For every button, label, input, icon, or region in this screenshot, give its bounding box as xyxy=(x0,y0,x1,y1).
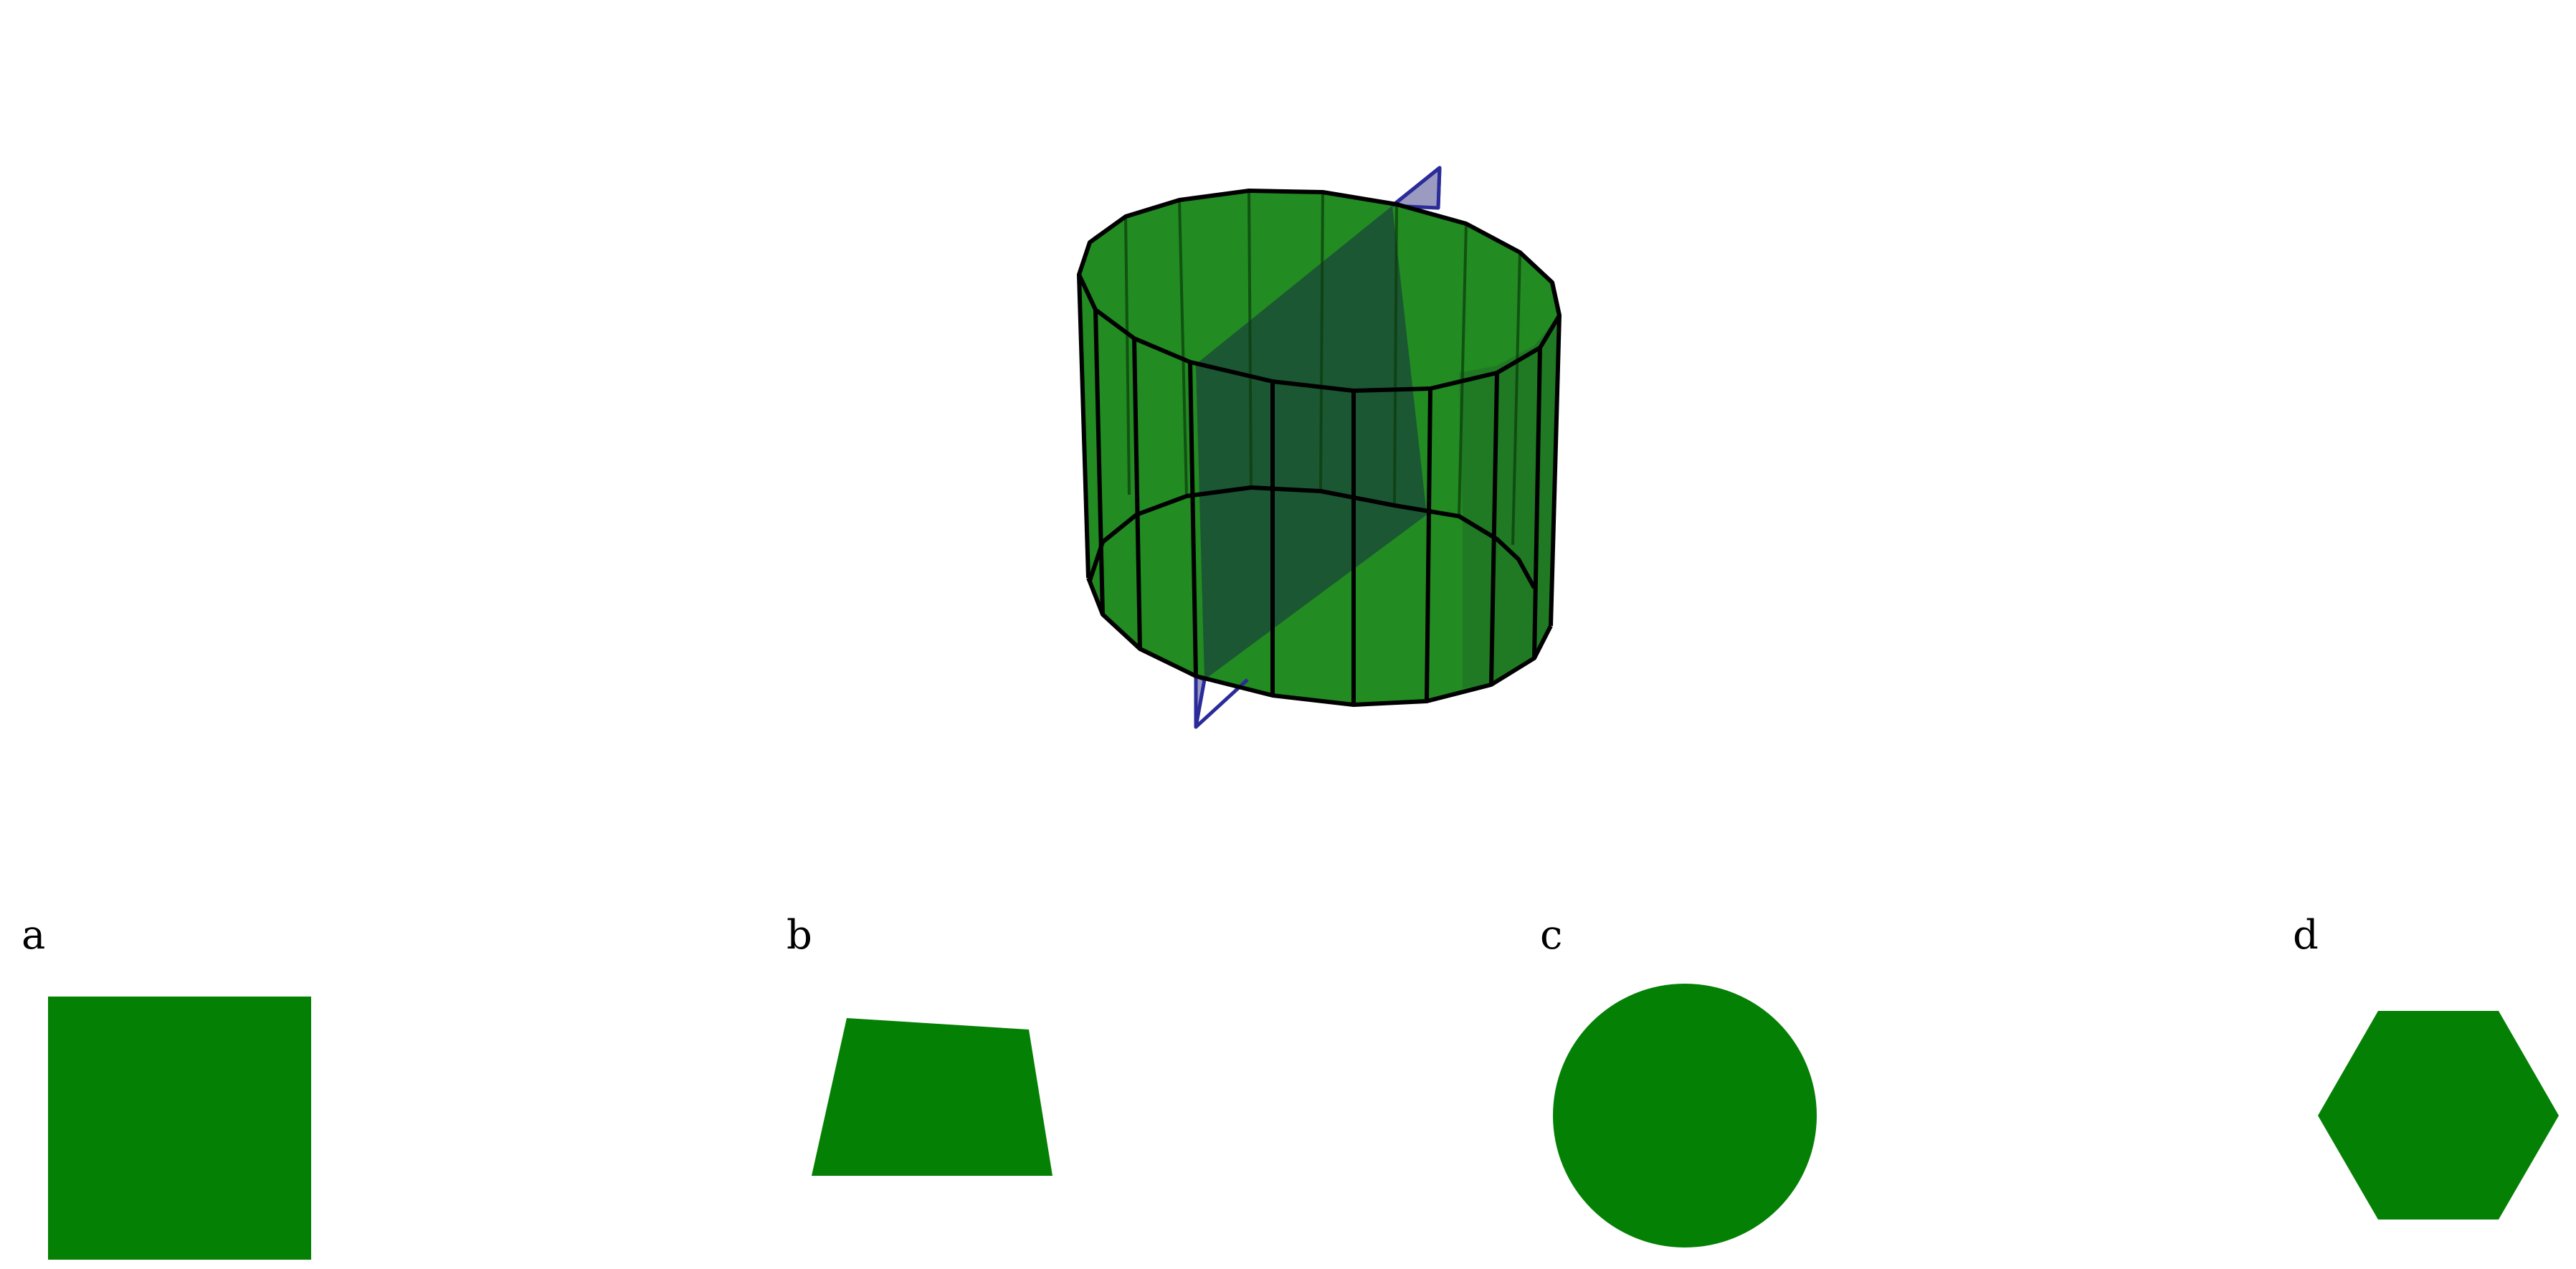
cross-section xyxy=(1196,206,1427,680)
option-a[interactable]: a xyxy=(22,912,311,1260)
prism-diagram xyxy=(1077,166,1562,729)
front-edges xyxy=(1077,274,1562,705)
right-edge xyxy=(1550,282,1562,316)
back-edges xyxy=(1124,190,1521,546)
option-d[interactable]: d xyxy=(2293,912,2559,1220)
top-face xyxy=(1077,189,1562,393)
circle-shape xyxy=(1553,984,1817,1247)
cutting-plane-edge-top xyxy=(1391,166,1441,207)
cutting-plane-edge-right xyxy=(1436,167,1442,209)
hexagon-shape xyxy=(2318,1011,2559,1220)
bottom-edge xyxy=(1086,576,1553,707)
middle-ring xyxy=(1088,485,1536,589)
square-shape xyxy=(48,997,311,1260)
option-b-label: b xyxy=(786,912,812,959)
option-c[interactable]: c xyxy=(1540,912,1817,1247)
trapezoid-shape xyxy=(812,1018,1052,1176)
option-a-label: a xyxy=(22,912,45,959)
option-c-label: c xyxy=(1540,912,1562,959)
prism-shade xyxy=(1459,315,1559,688)
option-d-label: d xyxy=(2293,912,2319,959)
option-b[interactable]: b xyxy=(786,912,1052,1176)
